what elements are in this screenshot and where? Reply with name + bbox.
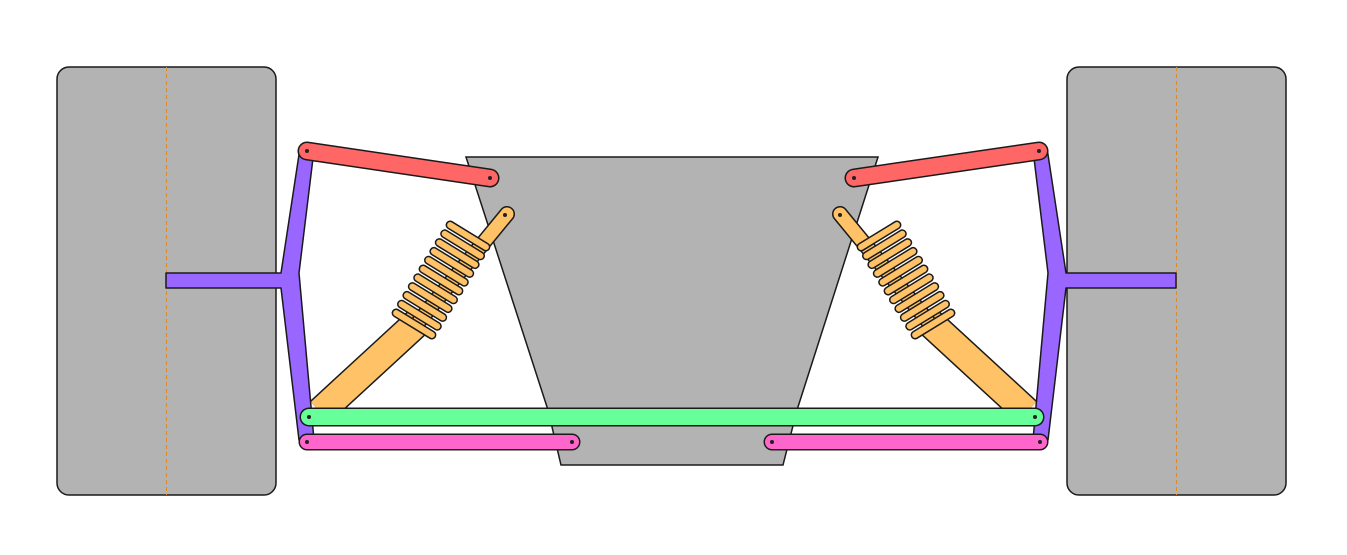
- spring-coil-fill: [414, 274, 457, 303]
- right-upright-body: [1032, 147, 1177, 441]
- left-damper-spring: [391, 220, 491, 340]
- spring-coil-fill: [398, 301, 441, 330]
- left-upper-arm: [297, 141, 500, 188]
- left-lower-arm-pivot-inner: [570, 440, 574, 444]
- spring-coil-fill: [885, 266, 927, 294]
- left-damper-pivot: [503, 213, 507, 217]
- left-lower-arm: [298, 433, 581, 451]
- left-upper-arm-pivot-outer: [305, 149, 309, 153]
- spring-coil-fill: [868, 239, 911, 268]
- right-damper-pivot: [838, 213, 842, 217]
- spring-coil-fill: [901, 292, 944, 321]
- right-upper-arm-pivot-inner: [852, 176, 856, 180]
- spring-coil-fill: [895, 283, 938, 312]
- spring-coil-fill: [874, 248, 917, 277]
- spring-coil-fill: [858, 222, 900, 250]
- right-lower-arm-pivot-outer: [1038, 440, 1042, 444]
- right-damper: [832, 206, 1038, 424]
- left-upper-arm-pivot-inner: [488, 176, 492, 180]
- left-damper: [309, 206, 515, 424]
- track-rod-pivot-right: [1033, 415, 1037, 419]
- track-rod-pivot-left: [307, 415, 311, 419]
- spring-coil-fill: [409, 283, 452, 312]
- track-rod: [299, 407, 1045, 427]
- spring-coil-fill: [436, 239, 479, 268]
- spring-coil-fill: [447, 222, 489, 250]
- spring-coil-fill: [912, 310, 954, 338]
- spring-coil-fill: [393, 310, 435, 338]
- spring-coil-fill: [430, 248, 473, 277]
- spring-coil-fill: [906, 301, 949, 330]
- right-lower-arm-pivot-inner: [770, 440, 774, 444]
- right-damper-spring: [856, 220, 956, 340]
- right-upper-arm: [844, 141, 1049, 188]
- spring-coil-fill: [425, 257, 468, 286]
- right-upright: [1032, 147, 1177, 441]
- spring-coil-fill: [890, 274, 933, 303]
- spring-coil-fill: [403, 292, 446, 321]
- left-lower-arm-pivot-outer: [305, 440, 309, 444]
- spring-coil-fill: [863, 230, 906, 259]
- left-upright: [165, 147, 315, 441]
- right-lower-arm: [763, 433, 1049, 451]
- spring-coil-fill: [441, 230, 484, 259]
- left-upright-body: [165, 147, 315, 441]
- spring-coil-fill: [420, 266, 462, 294]
- right-upper-arm-pivot-outer: [1037, 149, 1041, 153]
- spring-coil-fill: [879, 257, 922, 286]
